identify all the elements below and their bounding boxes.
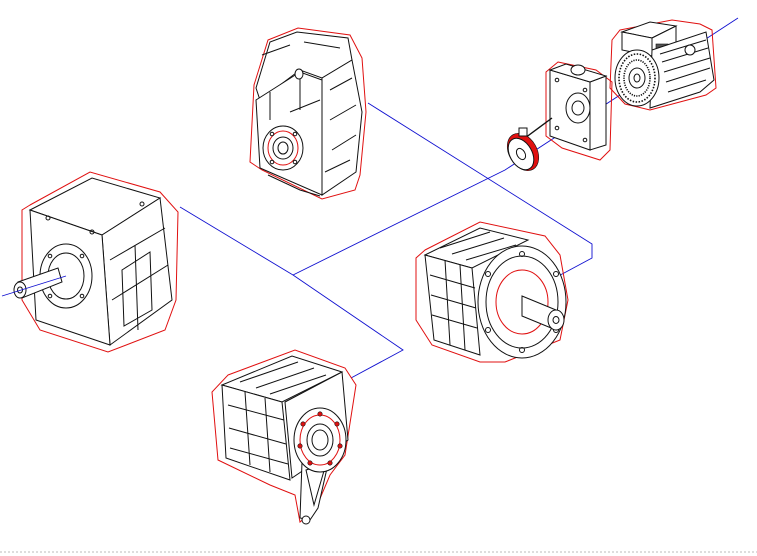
adapter-red-outline (545, 61, 613, 161)
shaft-gearbox-front-face (221, 384, 291, 481)
bevel-gearbox-red-outline (21, 171, 179, 353)
pinion-collar (518, 127, 528, 137)
helical-gearbox-red-outline (249, 27, 367, 200)
connector-to-lower (292, 274, 404, 379)
adapter-bore (571, 100, 585, 116)
motor-cooling-fins (618, 53, 656, 103)
bevel-gearbox-axis (1, 275, 67, 297)
helical-gearbox-output-ring (267, 130, 299, 166)
pinion-gear-hub (515, 147, 527, 161)
shaft-gearbox-bore-ring (306, 423, 334, 457)
adapter-lifting-ring (570, 64, 586, 76)
helical-gearbox-bore (277, 141, 289, 155)
connector-upper-to-right (367, 102, 593, 281)
motor-adapter-flange (545, 61, 613, 161)
helical-gearbox-ribs (269, 72, 357, 173)
helical-gearbox-top-ribs (261, 41, 341, 113)
flange-gearbox-top-ribs (439, 231, 517, 261)
helical-gearbox-bore-outer (272, 136, 294, 160)
flange-gearbox-right (415, 221, 569, 363)
adapter-plate-side (589, 75, 607, 151)
shaft-gearbox-top-ribs (239, 361, 327, 395)
motor-eyebolt (684, 44, 696, 56)
adapter-bore-ring (565, 92, 591, 124)
electric-motor (609, 19, 717, 111)
shaft-gearbox-ribs (227, 391, 289, 473)
pinion-gear-face (507, 137, 535, 171)
bevel-gearbox-ribs (109, 227, 169, 331)
shaft-gearbox-hollow-bore (311, 429, 329, 451)
motor-red-outline (609, 19, 717, 111)
flange-gearbox-ribs (429, 259, 478, 351)
helical-gearbox-base (267, 174, 321, 197)
flange-gearbox-spigot (495, 269, 549, 335)
flange-gearbox-front-face (424, 254, 481, 356)
helical-gearbox-upper (249, 27, 367, 200)
flange-gearbox-shaft-end (547, 309, 565, 331)
motor-spigot (628, 67, 646, 89)
pinion-shaft (524, 117, 553, 139)
motor-body-fins (659, 39, 711, 93)
helical-gearbox-side-face (321, 59, 363, 196)
helical-gearbox-lifting-hole (294, 68, 304, 80)
input-pinion-gear (506, 117, 553, 171)
shaft-mounted-gearbox-lower (211, 349, 357, 525)
torque-arm-bushing (301, 515, 311, 525)
bevel-gearbox-left (1, 171, 179, 353)
motor-shaft-end (633, 73, 641, 83)
